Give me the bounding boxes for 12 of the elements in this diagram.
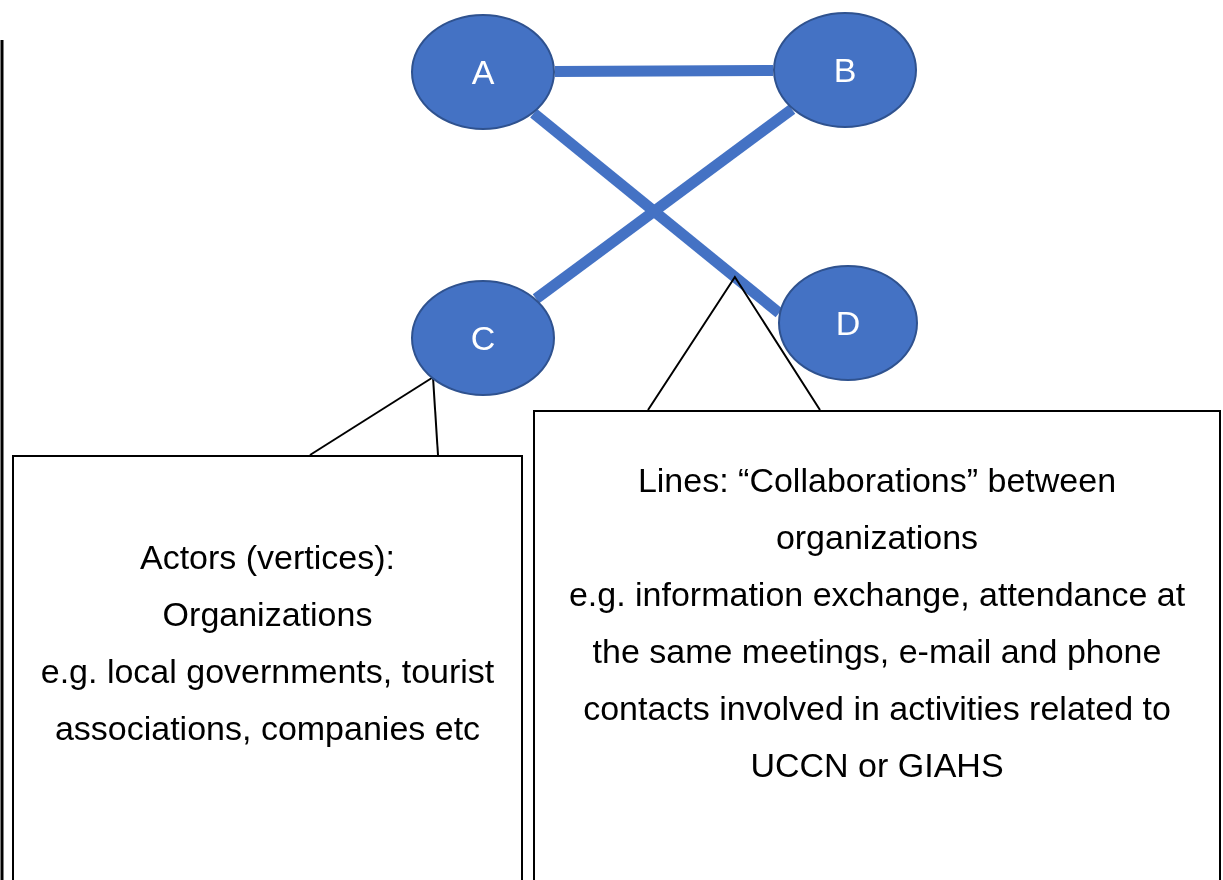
callout-text: e.g. information exchange, attendance at the same meetings, e-mail and phone contacts involved in activities related to UCCN or GIAHS [567, 574, 1187, 786]
callout-box [533, 410, 1221, 880]
node-label: A [471, 52, 495, 92]
node-label: D [835, 303, 861, 343]
node-label: B [833, 50, 857, 90]
node-label: C [470, 318, 496, 358]
callout-text: Actors (vertices): [138, 537, 396, 578]
callout-box [12, 455, 523, 880]
callout-text: Organizations [161, 594, 374, 635]
connection-line [555, 64, 773, 78]
callout-text: e.g. local governments, tourist associations, companies etc [39, 651, 496, 749]
callout-text: Lines: “Collaborations” between organizations [636, 460, 1118, 558]
